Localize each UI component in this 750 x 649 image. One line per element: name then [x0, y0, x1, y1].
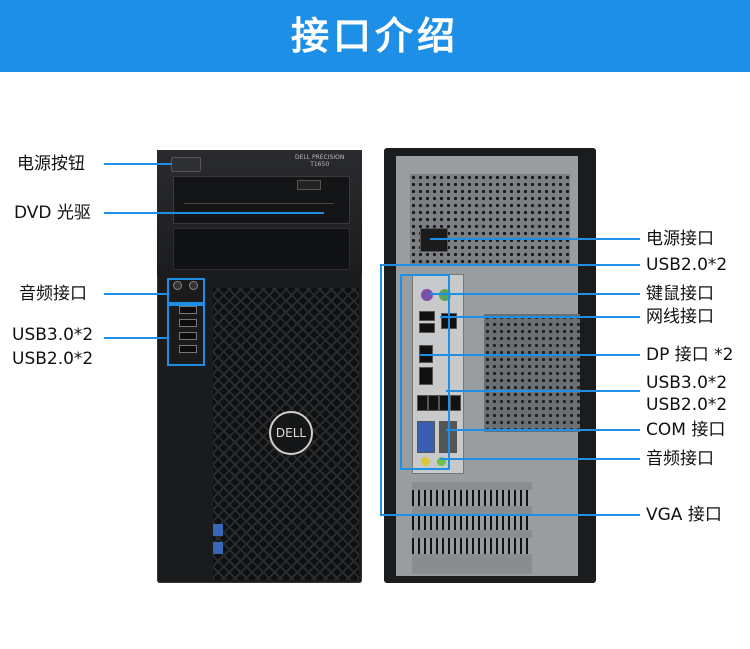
label-rear-usb20b: USB2.0*2: [646, 395, 728, 415]
label-front-audio: 音频接口: [19, 284, 87, 304]
leader-line: [446, 429, 640, 431]
label-dvd: DVD 光驱: [14, 203, 91, 223]
slot-bar: [412, 514, 532, 530]
slot-bar: [412, 538, 532, 554]
label-front-usb30: USB3.0*2: [12, 325, 94, 345]
usb-port-icon: [179, 345, 197, 353]
header-banner: [0, 0, 750, 72]
label-power-button: 电源按钮: [17, 154, 85, 174]
usb-port-icon: [179, 332, 197, 340]
brand-line-1: DELL PRECISION: [295, 154, 345, 161]
bracket-line: [380, 264, 382, 514]
dp-port-icon: [419, 367, 433, 385]
usb-port-icon: [179, 319, 197, 327]
windows-sticker-icon: [213, 542, 223, 554]
leader-line: [104, 163, 172, 165]
leader-line: [380, 514, 640, 516]
audio-line-icon: [421, 457, 430, 466]
leader-line: [104, 337, 167, 339]
rear-panel: [396, 156, 580, 576]
slot-bar: [412, 490, 532, 506]
expansion-slots: [412, 482, 532, 574]
headphone-port-icon: [173, 281, 182, 290]
label-vga: VGA 接口: [646, 505, 722, 525]
front-tower-image: DELL PRECISION T1650 DELL: [157, 150, 362, 583]
label-ps2: 键鼠接口: [646, 284, 714, 304]
label-com: COM 接口: [646, 420, 726, 440]
io-highlight-box: [400, 274, 450, 470]
leader-line: [104, 212, 324, 214]
intel-sticker-icon: [213, 524, 223, 536]
usb-port-icon: [179, 306, 197, 314]
rear-tower-image: [384, 148, 596, 583]
usb-port-icon: [417, 395, 428, 411]
brand-label: DELL PRECISION T1650: [295, 154, 344, 168]
ps2-keyboard-icon: [421, 289, 433, 301]
usb-port-icon: [419, 311, 435, 321]
dvd-eject-icon: [297, 180, 321, 190]
power-button-icon: [171, 157, 201, 172]
psu-grille: [410, 174, 570, 264]
label-rear-power: 电源接口: [646, 229, 714, 249]
usb-highlight-box: [167, 304, 205, 366]
label-front-usb20: USB2.0*2: [12, 349, 94, 369]
label-dp: DP 接口 *2: [646, 345, 734, 365]
mic-port-icon: [189, 281, 198, 290]
dell-logo: DELL: [269, 411, 313, 455]
vga-port-icon: [417, 421, 435, 453]
leader-line: [380, 264, 640, 266]
drive-bay-cover: [173, 228, 350, 270]
leader-line: [104, 293, 167, 295]
dvd-slot: [184, 203, 334, 204]
label-rear-usb30: USB3.0*2: [646, 373, 728, 393]
usb-port-icon: [419, 323, 435, 333]
leader-line: [430, 238, 640, 240]
label-lan: 网线接口: [646, 307, 714, 327]
brand-line-2: T1650: [310, 161, 330, 168]
leader-line: [430, 293, 640, 295]
label-rear-usb20: USB2.0*2: [646, 255, 728, 275]
audio-highlight-box: [167, 278, 205, 304]
page-title: 接口介绍: [290, 14, 459, 58]
power-socket-icon: [420, 228, 448, 252]
leader-line: [440, 316, 640, 318]
leader-line: [446, 390, 640, 392]
usb-port-icon: [450, 395, 461, 411]
label-rear-audio: 音频接口: [646, 449, 714, 469]
leader-line: [440, 458, 640, 460]
dvd-drive: [173, 176, 350, 224]
leader-line: [420, 354, 640, 356]
audio-out-icon: [437, 457, 446, 466]
usb-port-icon: [428, 395, 439, 411]
fan-grille: [484, 314, 580, 432]
